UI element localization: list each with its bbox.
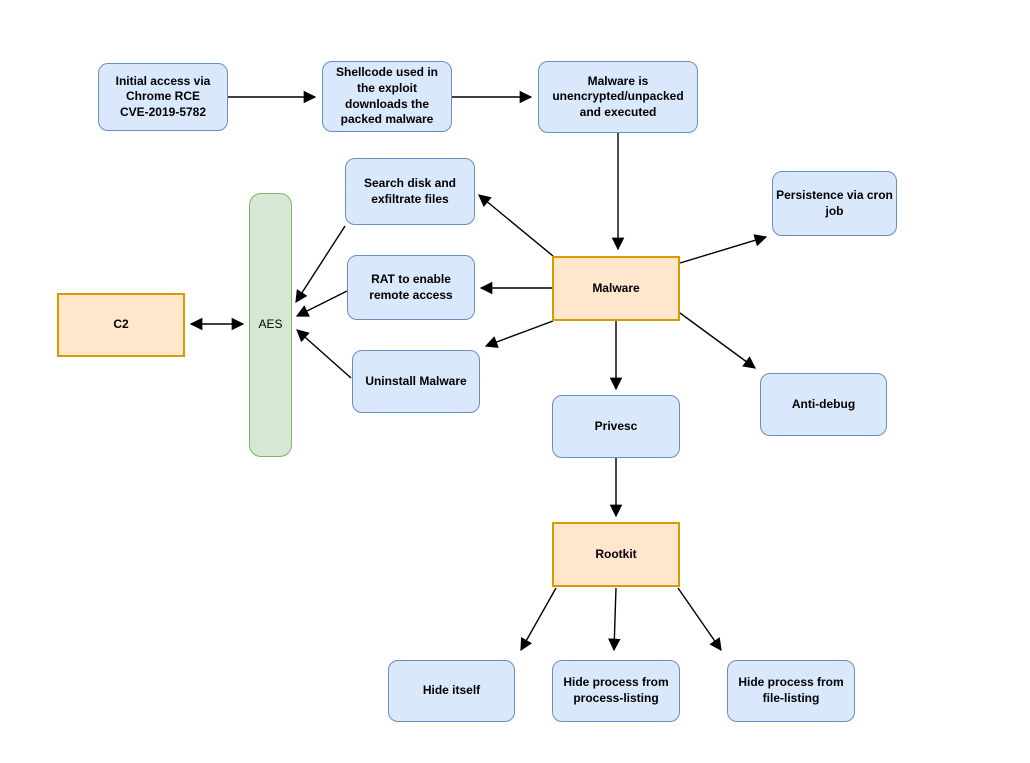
node-shellcode: Shellcode used in the exploit downloads …	[322, 61, 452, 132]
node-rat-label: RAT to enable remote access	[369, 271, 453, 302]
edge-uninstall-to-aes	[296, 329, 352, 379]
node-persistence-cron-label: Persistence via cron job	[776, 187, 893, 218]
node-persistence-cron: Persistence via cron job	[772, 171, 897, 236]
node-shellcode-label: Shellcode used in the exploit downloads …	[335, 65, 439, 127]
node-c2-label: C2	[113, 317, 129, 332]
edge-rootkit-to-hideprocess	[608, 587, 621, 652]
node-anti-debug: Anti-debug	[760, 373, 887, 436]
edge-malware-to-searchdisk	[478, 194, 554, 257]
node-initial-access: Initial access via Chrome RCE CVE-2019-5…	[98, 63, 228, 131]
node-hide-process-listing-label: Hide process from process-listing	[563, 675, 669, 705]
node-search-disk: Search disk and exfiltrate files	[345, 158, 475, 225]
node-anti-debug-label: Anti-debug	[791, 396, 856, 411]
node-aes-label: AES	[258, 317, 283, 332]
node-uninstall-malware: Uninstall Malware	[352, 350, 480, 413]
node-malware-unpacked-label: Malware is unencrypted/unpacked and exec…	[552, 73, 684, 119]
node-rootkit: Rootkit	[552, 522, 680, 587]
node-hide-itself: Hide itself	[388, 660, 515, 722]
edge-malware-to-persistence	[679, 234, 768, 264]
edge-searchdisk-to-aes	[295, 225, 346, 304]
edge-rootkit-to-hideitself	[520, 587, 557, 652]
node-privesc: Privesc	[552, 395, 680, 458]
node-hide-file-listing-label: Hide process from file-listing	[738, 675, 844, 705]
node-c2: C2	[57, 293, 185, 357]
node-search-disk-label: Search disk and exfiltrate files	[363, 175, 457, 206]
node-rootkit-label: Rootkit	[595, 546, 637, 561]
node-hide-itself-label: Hide itself	[422, 683, 481, 698]
node-malware-unpacked: Malware is unencrypted/unpacked and exec…	[538, 61, 698, 133]
node-malware: Malware	[552, 256, 680, 321]
node-uninstall-malware-label: Uninstall Malware	[365, 373, 467, 388]
edge-rootkit-to-hidefile	[677, 587, 722, 652]
edge-malware-to-uninstall	[484, 320, 554, 348]
node-hide-process-listing: Hide process from process-listing	[552, 660, 680, 722]
node-privesc-label: Privesc	[594, 418, 638, 433]
edge-rat-to-aes	[295, 290, 348, 317]
edge-malware-to-antidebug	[679, 312, 757, 369]
node-aes: AES	[249, 193, 292, 457]
node-rat: RAT to enable remote access	[347, 255, 475, 320]
node-initial-access-label: Initial access via Chrome RCE CVE-2019-5…	[115, 73, 211, 119]
node-malware-label: Malware	[592, 280, 640, 295]
node-hide-file-listing: Hide process from file-listing	[727, 660, 855, 722]
